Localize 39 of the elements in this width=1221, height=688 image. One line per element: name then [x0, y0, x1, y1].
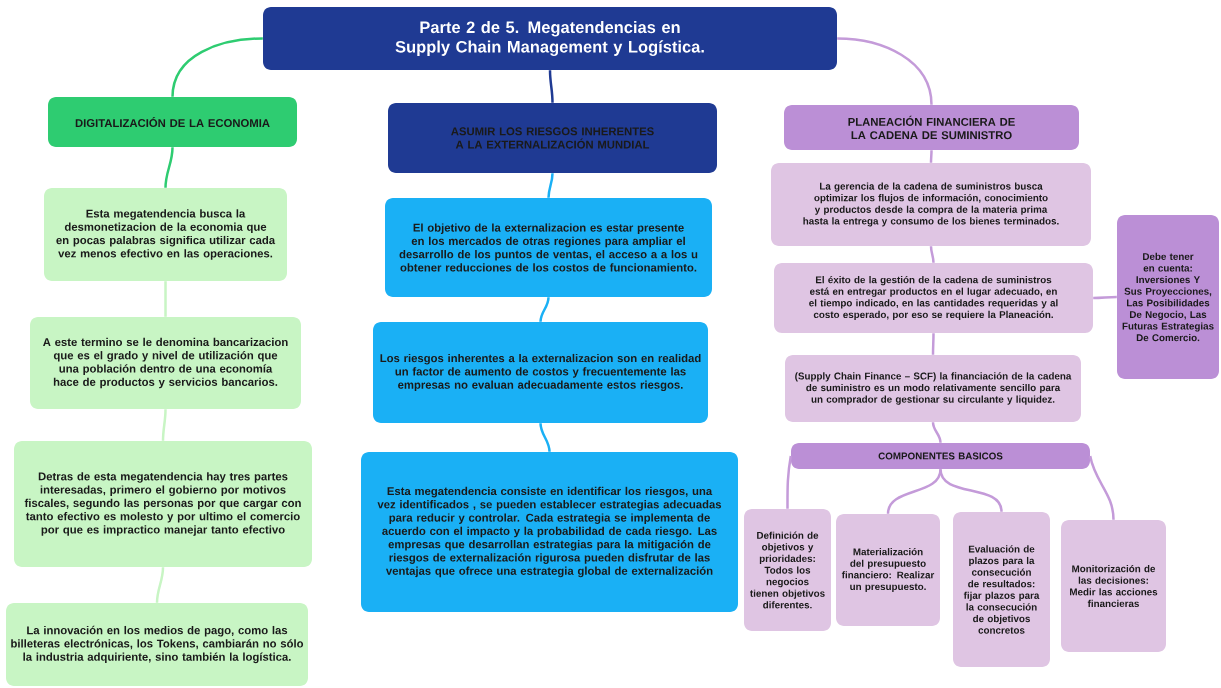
- component-box: Evaluación de plazos para la consecución de resultados: fijar plazos para la consecución de objetivos concretos: [953, 512, 1050, 667]
- text-box: El éxito de la gestión de la cadena de suministros está en entregar productos en el lugar adecuado, en el tiempo indicado, en las cantidades requeridas y al costo esperado, por eso se requiere la Planeación.: [774, 263, 1093, 333]
- connector-line: [539, 423, 551, 452]
- component-box: Monitorización de las decisiones: Medir las acciones financieras: [1061, 520, 1166, 652]
- topic-box: DIGITALIZACIÓN DE LA ECONOMIA: [48, 97, 297, 147]
- connector-line: [929, 246, 935, 263]
- connector-line: [786, 455, 793, 509]
- connector-line: [1089, 455, 1115, 520]
- topic-box: PLANEACIÓN FINANCIERA DE LA CADENA DE SUMINISTRO: [784, 105, 1079, 150]
- text-box: A este termino se le denomina bancarizacion que es el grado y nivel de utilización que una población dentro de una economía hace de productos y servicios bancarios.: [30, 317, 301, 409]
- connector-line: [929, 150, 933, 163]
- text-box: El objetivo de la externalizacion es estar presente en los mercados de otras regiones para ampliar el desarrollo de los puntos de ventas, el acceso a a los u obtener reducciones de los costos de funcionamiento.: [385, 198, 712, 297]
- connector-line: [931, 333, 935, 355]
- connector-line: [539, 297, 550, 322]
- subtopic-box: COMPONENTES BASICOS: [791, 443, 1090, 469]
- connector-line: [171, 37, 263, 97]
- connector-line: [939, 468, 1003, 512]
- connector-line: [931, 422, 942, 443]
- connector-line: [1093, 295, 1117, 300]
- connector-line: [164, 281, 167, 317]
- topic-box: ASUMIR LOS RIESGOS INHERENTES A LA EXTERNALIZACIÓN MUNDIAL: [388, 103, 717, 173]
- text-box: Esta megatendencia consiste en identificar los riesgos, una vez identificados , se pueden establecer estrategias adecuadas para reducir y controlar. Cada estrategia se implementa de acuerdo con el impacto y la probabilidad de cada riesgo. Las empresas que desarrollan estrategias para la mitigación de riesgos de externalización rigurosa pueden disfrutar de las ventajas que ofrece una estrategia global de externalización: [361, 452, 738, 612]
- text-box: Esta megatendencia busca la desmonetizacion de la economia que en pocas palabras significa utilizar cada vez menos efectivo en las operaciones.: [44, 188, 287, 281]
- connector-line: [164, 147, 174, 188]
- title-box: Parte 2 de 5. Megatendencias en Supply Chain Management y Logística.: [263, 7, 837, 70]
- connector-line: [547, 173, 554, 198]
- connector-line: [155, 567, 165, 603]
- connector-line: [837, 37, 933, 105]
- connector-line: [161, 409, 167, 441]
- side-note-box: Debe tener en cuenta: Inversiones Y Sus Proyecciones, Las Posibilidades De Negocio, Las Futuras Estrategias De Comercio.: [1117, 215, 1219, 379]
- connector-line: [886, 469, 942, 514]
- component-box: Definición de objetivos y prioridades: Todos los negocios tienen objetivos diferentes.: [744, 509, 831, 631]
- text-box: La gerencia de la cadena de suministros busca optimizar los flujos de información, conocimiento y productos desde la compra de la materia prima hasta la entrega y consumo de los bienes terminados.: [771, 163, 1091, 246]
- text-box: Detras de esta megatendencia hay tres partes interesadas, primero el gobierno por motivos fiscales, segundo las personas por que cargar con tanto efectivo es molesto y por ultimo el comercio por que es impractico manejar tanto efectivo: [14, 441, 312, 567]
- component-box: Materialización del presupuesto financiero: Realizar un presupuesto.: [836, 514, 940, 626]
- text-box: (Supply Chain Finance – SCF) la financiación de la cadena de suministro es un modo relativamente sencillo para un comprador de gestionar su circulante y liquidez.: [785, 355, 1081, 422]
- text-box: Los riesgos inherentes a la externalizacion son en realidad un factor de aumento de costos y frecuentemente las empresas no evaluan adecuadamente estos riesgos.: [373, 322, 708, 423]
- connector-line: [548, 70, 554, 103]
- text-box: La innovación en los medios de pago, como las billeteras electrónicas, los Tokens, cambiarán no sólo la industria adquiriente, sino también la logística.: [6, 603, 308, 686]
